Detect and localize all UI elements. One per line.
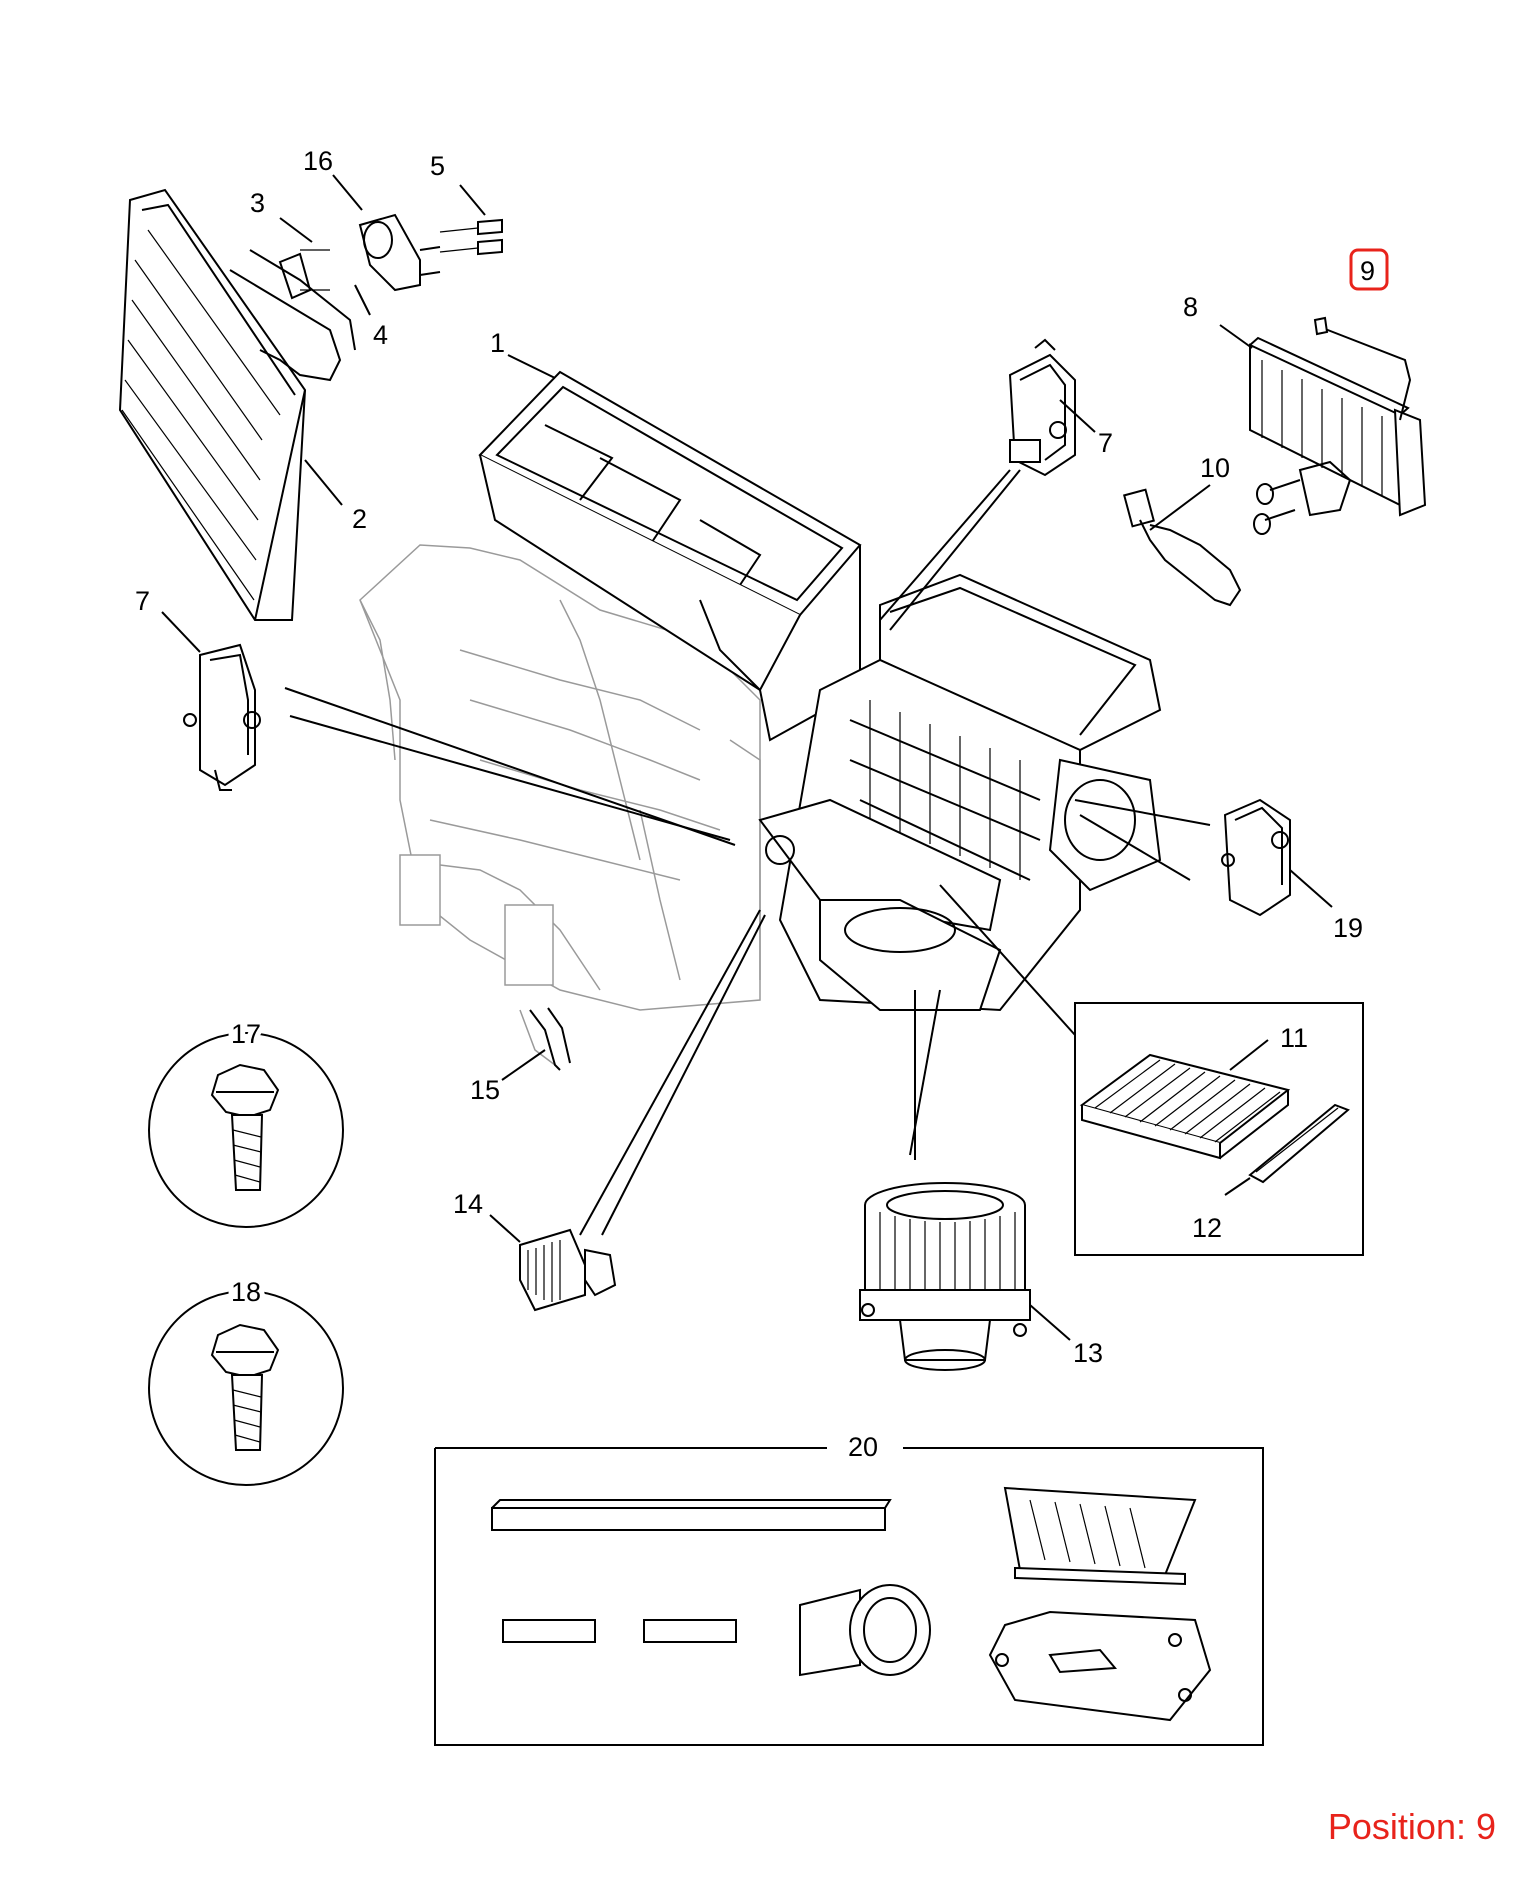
position-label: Position: 9 <box>1327 1806 1496 1847</box>
callout-15[interactable]: 15 <box>470 1075 500 1105</box>
heater-core-part-8 <box>1249 336 1427 535</box>
bolt-17-circle <box>148 1032 344 1228</box>
callout-19[interactable]: 19 <box>1333 913 1363 943</box>
callout-8[interactable]: 8 <box>1183 292 1198 322</box>
callout-7-top[interactable]: 7 <box>1098 428 1113 458</box>
callout-9-highlight <box>1349 248 1389 291</box>
blower-motor-part-13 <box>859 1182 1031 1371</box>
callout-labels: 1 2 3 4 5 7 7 8 9 10 11 12 13 14 15 16 1… <box>135 146 1389 1462</box>
actuator-upper-part-7 <box>1008 338 1076 477</box>
callout-2[interactable]: 2 <box>352 504 367 534</box>
callout-4[interactable]: 4 <box>373 320 388 350</box>
callout-3[interactable]: 3 <box>250 188 265 218</box>
blower-housing <box>758 573 1162 1012</box>
callout-9[interactable]: 9 <box>1360 256 1375 286</box>
callout-7-left[interactable]: 7 <box>135 586 150 616</box>
callout-14[interactable]: 14 <box>453 1189 483 1219</box>
callout-16[interactable]: 16 <box>303 146 333 176</box>
bolt-18-circle <box>148 1290 344 1486</box>
sensor-wire-part-9 <box>1313 316 1412 421</box>
hvac-housing-drawing <box>359 544 761 1066</box>
callout-5[interactable]: 5 <box>430 151 445 181</box>
upper-duct-part-1 <box>478 370 862 742</box>
filter-inset-box <box>1074 1002 1364 1256</box>
callout-11[interactable]: 11 <box>1280 1023 1308 1053</box>
drain-hose-part-15 <box>529 1007 571 1071</box>
evaporator-core-part-2 <box>118 188 356 621</box>
blower-resistor-part-14 <box>519 1228 617 1312</box>
wiring-harness-part-10 <box>1123 488 1242 607</box>
callout-13[interactable]: 13 <box>1073 1338 1103 1368</box>
callout-18[interactable]: 18 <box>226 1272 266 1312</box>
callout-20[interactable]: 20 <box>848 1432 878 1462</box>
callout-10[interactable]: 10 <box>1200 453 1230 483</box>
callout-17[interactable]: 17 <box>226 1014 266 1054</box>
kit-box-part-20 <box>434 1447 1264 1746</box>
leader-lines <box>161 174 1333 1341</box>
actuator-left-part-7 <box>183 643 261 791</box>
actuator-right-part-19 <box>1221 798 1291 917</box>
callout-1[interactable]: 1 <box>490 328 505 358</box>
callout-12[interactable]: 12 <box>1192 1213 1222 1243</box>
expansion-valve-parts <box>278 213 503 300</box>
